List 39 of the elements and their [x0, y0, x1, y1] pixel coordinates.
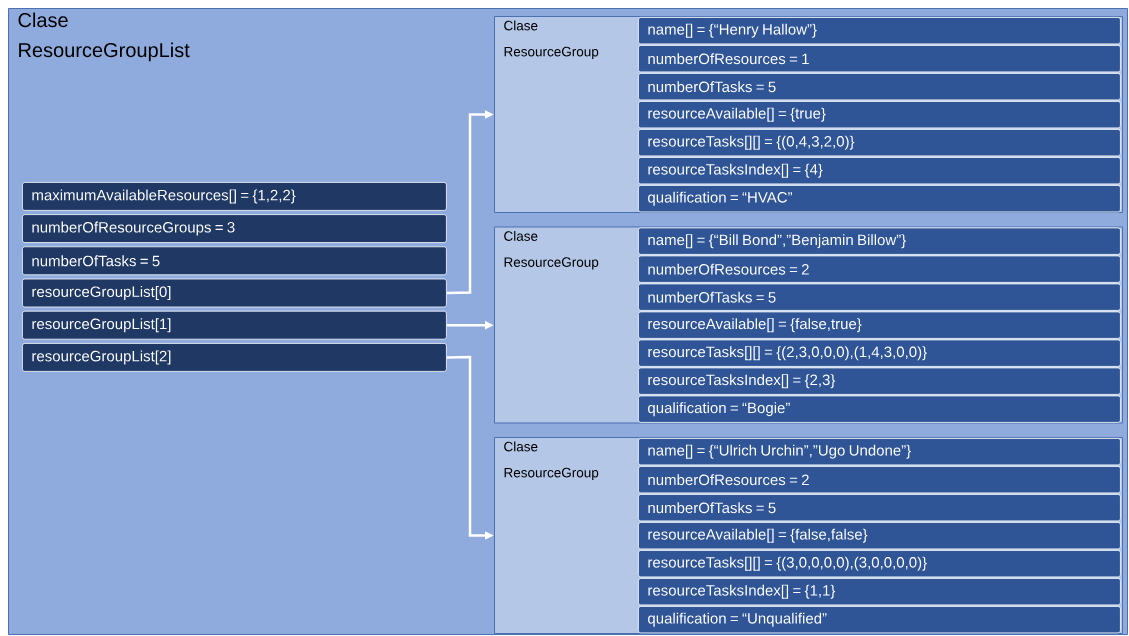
node-label: qualification = “HVAC”: [648, 191, 793, 206]
node-label: numberOfTasks = 5: [648, 81, 776, 93]
field-box: resourceTasks[][] = {(3,0,0,0,0),(3,0,0,0,0)}: [638, 550, 1121, 578]
field-box: numberOfTasks = 5: [638, 494, 1121, 522]
field-box: resourceTasksIndex[] = {2,3}: [638, 367, 1121, 395]
field-box: maximumAvailableResources[] = {1,2,2}: [22, 182, 447, 211]
field-box: resourceAvailable[] = {false,true}: [638, 311, 1121, 339]
field-box: numberOfResourceGroups = 3: [22, 214, 447, 243]
field-box: resourceAvailable[] = {true}: [638, 101, 1121, 129]
field-box: numberOfResources = 2: [638, 255, 1121, 283]
node-label: resourceTasksIndex[] = {1,1}: [648, 584, 836, 599]
field-box: name[] = {“Henry Hallow”}: [638, 17, 1121, 45]
node-label: numberOfTasks = 5: [648, 502, 776, 514]
node-label: resourceAvailable[] = {false,false}: [648, 528, 868, 543]
field-box: resourceGroupList[1]: [22, 310, 447, 340]
field-box: name[] = {“Bill Bond”,”Benjamin Billow”}: [638, 227, 1121, 255]
field-box: resourceGroupList[0]: [22, 278, 447, 308]
node-label: resourceTasks[][] = {(0,4,3,2,0)}: [648, 135, 855, 150]
field-box: resourceAvailable[] = {false,false}: [638, 522, 1121, 550]
field-box: numberOfTasks = 5: [638, 73, 1121, 101]
field-box: numberOfResources = 1: [638, 45, 1121, 73]
node-label: resourceAvailable[] = {true}: [648, 107, 826, 122]
field-box: resourceTasks[][] = {(2,3,0,0,0),(1,4,3,0,0)}: [638, 339, 1121, 367]
field-box: resourceTasksIndex[] = {1,1}: [638, 578, 1121, 606]
field-box: qualification = “HVAC”: [638, 185, 1121, 213]
field-box: resourceTasks[][] = {(0,4,3,2,0)}: [638, 129, 1121, 157]
node-label: resourceTasksIndex[] = {4}: [648, 163, 823, 178]
field-box: numberOfTasks = 5: [22, 246, 447, 276]
node-label: resourceTasks[][] = {(3,0,0,0,0),(3,0,0,0,0)}: [648, 556, 927, 571]
field-box: name[] = {“Ulrich Urchin”,”Ugo Undone”}: [638, 438, 1121, 466]
field-box: resourceGroupList[2]: [22, 343, 447, 372]
field-box: resourceTasksIndex[] = {4}: [638, 157, 1121, 185]
field-box: numberOfTasks = 5: [638, 283, 1121, 311]
node-label: qualification = “Unqualified”: [648, 612, 827, 627]
field-box: qualification = “Unqualified”: [638, 606, 1121, 634]
node-label: numberOfResources = 2: [648, 474, 809, 486]
node-label: numberOfResources = 1: [648, 53, 809, 65]
field-box: numberOfResources = 2: [638, 466, 1121, 494]
field-box: qualification = “Bogie”: [638, 395, 1121, 423]
